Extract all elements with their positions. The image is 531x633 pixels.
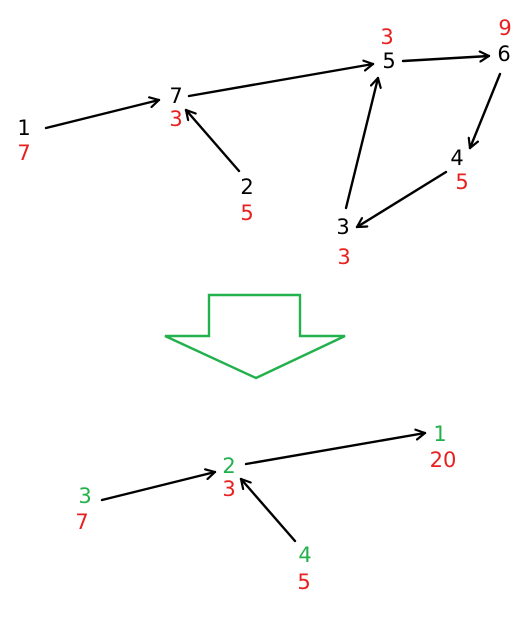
top-node-2-weight: 5 xyxy=(240,201,253,225)
top-node-6: 6 9 xyxy=(497,16,511,66)
top-graph-edges xyxy=(44,56,502,229)
bottom-graph-edges xyxy=(100,433,427,543)
top-node-1-weight: 7 xyxy=(17,141,30,165)
top-node-3: 3 3 xyxy=(336,215,350,269)
bottom-node-3-id: 3 xyxy=(78,484,91,508)
top-node-7-weight: 3 xyxy=(169,107,182,131)
top-node-5-id: 5 xyxy=(382,49,395,73)
top-edge-6-to-4 xyxy=(470,72,502,150)
top-node-4-weight: 5 xyxy=(455,170,468,194)
bottom-node-3-weight: 7 xyxy=(75,510,88,534)
top-node-5: 5 3 xyxy=(380,25,395,73)
top-node-2: 2 5 xyxy=(240,175,253,225)
bottom-node-3: 3 7 xyxy=(75,484,91,534)
top-node-7-id: 7 xyxy=(169,84,182,108)
top-edge-7-to-5 xyxy=(187,64,375,98)
top-node-7: 7 3 xyxy=(169,84,182,131)
bottom-edge-4-to-2 xyxy=(239,477,297,543)
bottom-node-2: 2 3 xyxy=(222,454,235,501)
top-edge-4-to-3 xyxy=(355,170,448,229)
bottom-node-1-id: 1 xyxy=(433,422,446,446)
top-node-3-id: 3 xyxy=(336,215,349,239)
transform-down-arrow-icon xyxy=(164,293,346,380)
bottom-node-1-weight: 20 xyxy=(430,448,457,472)
bottom-edge-3-to-2 xyxy=(100,472,217,502)
bottom-node-2-weight: 3 xyxy=(222,477,235,501)
bottom-node-4-weight: 5 xyxy=(297,570,310,594)
top-node-3-weight: 3 xyxy=(337,245,350,269)
top-node-1: 1 7 xyxy=(17,116,30,165)
top-edge-2-to-7 xyxy=(184,108,241,173)
top-node-4-id: 4 xyxy=(450,146,463,170)
top-node-1-id: 1 xyxy=(17,116,30,140)
bottom-node-1: 1 20 xyxy=(430,422,457,472)
top-node-4: 4 5 xyxy=(450,146,468,194)
top-node-6-id: 6 xyxy=(497,42,510,66)
top-node-2-id: 2 xyxy=(240,175,253,199)
bottom-node-4: 4 5 xyxy=(297,543,311,594)
bottom-node-2-id: 2 xyxy=(222,454,235,478)
bottom-edge-2-to-1 xyxy=(244,433,427,466)
top-node-5-weight: 3 xyxy=(380,25,393,49)
top-edge-3-to-5 xyxy=(344,76,378,210)
top-node-6-weight: 9 xyxy=(498,16,511,40)
top-edge-1-to-7 xyxy=(44,100,161,130)
top-edge-5-to-6 xyxy=(401,56,491,61)
bottom-node-4-id: 4 xyxy=(298,543,311,567)
